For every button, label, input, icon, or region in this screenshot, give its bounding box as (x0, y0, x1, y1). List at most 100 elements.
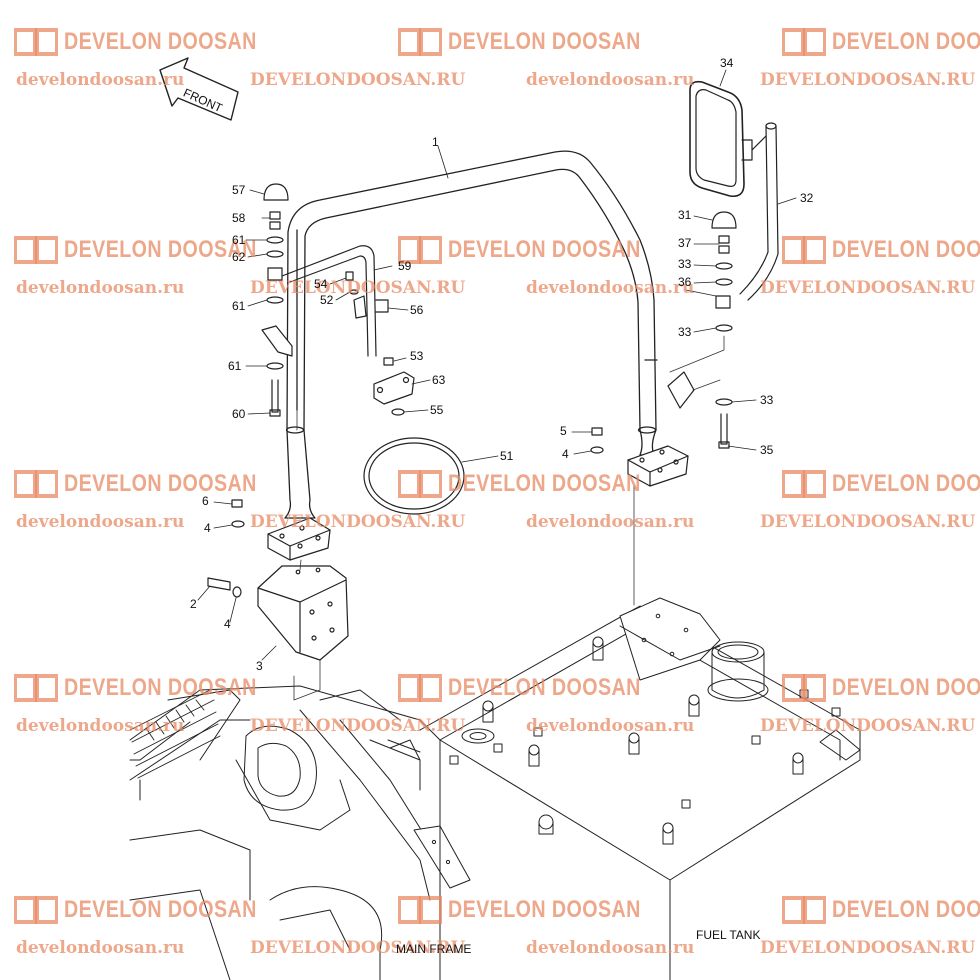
watermark-logo: DEVELON DOOSAN (782, 236, 980, 264)
leader-lines (197, 69, 797, 661)
part-number: 53 (410, 349, 424, 363)
part-number: 62 (232, 250, 246, 264)
watermark-url: develondoosan.ru (526, 938, 695, 958)
watermark-brand: DEVELON DOOSAN (448, 896, 641, 923)
brand-mark-icon (398, 674, 442, 702)
watermark-logo: DEVELON DOOSAN (782, 28, 980, 56)
watermark-brand: DEVELON DOOSAN (64, 28, 257, 55)
part-number: 36 (678, 275, 692, 289)
part-number: 35 (760, 443, 774, 457)
part-number: 61 (228, 359, 242, 373)
bracket-3 (257, 565, 349, 661)
part-number: 33 (760, 393, 774, 407)
watermark-url: DEVELONDOOSAN.RU (250, 70, 466, 90)
watermark-logo: DEVELON DOOSAN (398, 236, 683, 264)
watermark-url: develondoosan.ru (16, 716, 185, 736)
front-arrow-icon (159, 57, 239, 121)
watermark-logo: DEVELON DOOSAN (782, 470, 980, 498)
watermark-url: DEVELONDOOSAN.RU (760, 716, 976, 736)
brand-mark-icon (398, 470, 442, 498)
watermark-logo: DEVELON DOOSAN (14, 674, 299, 702)
brand-mark-icon (14, 896, 58, 924)
brand-mark-icon (14, 28, 58, 56)
brand-mark-icon (782, 896, 826, 924)
part-number: 57 (232, 183, 246, 197)
mirror-stay-32 (739, 122, 779, 301)
watermark-url: DEVELONDOOSAN.RU (760, 70, 976, 90)
watermark-url: develondoosan.ru (16, 938, 185, 958)
part-number: 54 (314, 277, 328, 291)
brand-mark-icon (782, 674, 826, 702)
watermark-brand: DEVELON DOOSAN (448, 236, 641, 263)
part-number: 2 (190, 597, 197, 611)
brand-mark-icon (398, 28, 442, 56)
watermark-url: develondoosan.ru (526, 716, 695, 736)
brand-mark-icon (14, 470, 58, 498)
fuel-tank-caption: FUEL TANK (696, 928, 761, 942)
watermark-logo: DEVELON DOOSAN (398, 896, 683, 924)
watermark-url: DEVELONDOOSAN.RU (760, 278, 976, 298)
brand-mark-icon (398, 236, 442, 264)
watermark-brand: DEVELON DOOSAN (832, 674, 980, 701)
watermark-logo: DEVELON DOOSAN (398, 470, 683, 498)
part-number: 1 (432, 135, 439, 149)
watermark-brand: DEVELON DOOSAN (448, 470, 641, 497)
watermark-url: DEVELONDOOSAN.RU (250, 716, 466, 736)
watermark-url: develondoosan.ru (16, 512, 185, 532)
watermark-brand: DEVELON DOOSAN (64, 470, 257, 497)
part-number: 55 (430, 403, 444, 417)
main-frame-drawing (129, 685, 471, 980)
handrail-part (284, 150, 658, 519)
watermark-brand: DEVELON DOOSAN (832, 896, 980, 923)
mount-bracket-59 (281, 245, 389, 357)
part-number: 3 (256, 659, 263, 673)
watermark-logo: DEVELON DOOSAN (398, 28, 683, 56)
watermark-url: develondoosan.ru (16, 278, 185, 298)
part-number: 5 (560, 424, 567, 438)
watermark-logo: DEVELON DOOSAN (14, 236, 299, 264)
brand-mark-icon (14, 236, 58, 264)
right-fastener-stack (667, 211, 737, 449)
watermark-url: DEVELONDOOSAN.RU (250, 938, 466, 958)
watermark-logo: DEVELON DOOSAN (14, 28, 299, 56)
watermark-brand: DEVELON DOOSAN (832, 470, 980, 497)
brand-mark-icon (782, 28, 826, 56)
watermark-logo: DEVELON DOOSAN (398, 674, 683, 702)
part-number: 37 (678, 236, 692, 250)
brand-mark-icon (14, 674, 58, 702)
watermark-brand: DEVELON DOOSAN (64, 236, 257, 263)
watermark-url: develondoosan.ru (16, 70, 185, 90)
watermark-logo: DEVELON DOOSAN (782, 896, 980, 924)
part-number: 6 (202, 494, 209, 508)
watermark-brand: DEVELON DOOSAN (448, 28, 641, 55)
part-number: 33 (678, 325, 692, 339)
part-number: 61 (232, 299, 246, 313)
main-frame-caption: MAIN FRAME (396, 942, 472, 956)
oring-51 (363, 437, 465, 515)
watermark-url: develondoosan.ru (526, 278, 695, 298)
watermark-brand: DEVELON DOOSAN (832, 28, 980, 55)
watermark-brand: DEVELON DOOSAN (448, 674, 641, 701)
mirror-34 (689, 80, 753, 198)
part-number: 63 (432, 373, 446, 387)
part-number: 32 (800, 191, 814, 205)
part-number: 51 (500, 449, 514, 463)
part-number: 4 (224, 617, 231, 631)
brand-mark-icon (782, 470, 826, 498)
watermark-url: develondoosan.ru (526, 70, 695, 90)
brand-mark-icon (398, 896, 442, 924)
part-number: 31 (678, 208, 692, 222)
watermark-url: DEVELONDOOSAN.RU (250, 278, 466, 298)
guide-lines (293, 335, 725, 701)
flange-left (267, 517, 331, 561)
flange-right (627, 445, 689, 487)
left-fastener-stack (261, 183, 293, 417)
watermark-logo: DEVELON DOOSAN (14, 896, 299, 924)
part-number: 33 (678, 257, 692, 271)
part-number: 59 (398, 259, 412, 273)
part-number: 60 (232, 407, 246, 421)
mount-plate-63 (373, 357, 415, 416)
watermark-brand: DEVELON DOOSAN (64, 674, 257, 701)
